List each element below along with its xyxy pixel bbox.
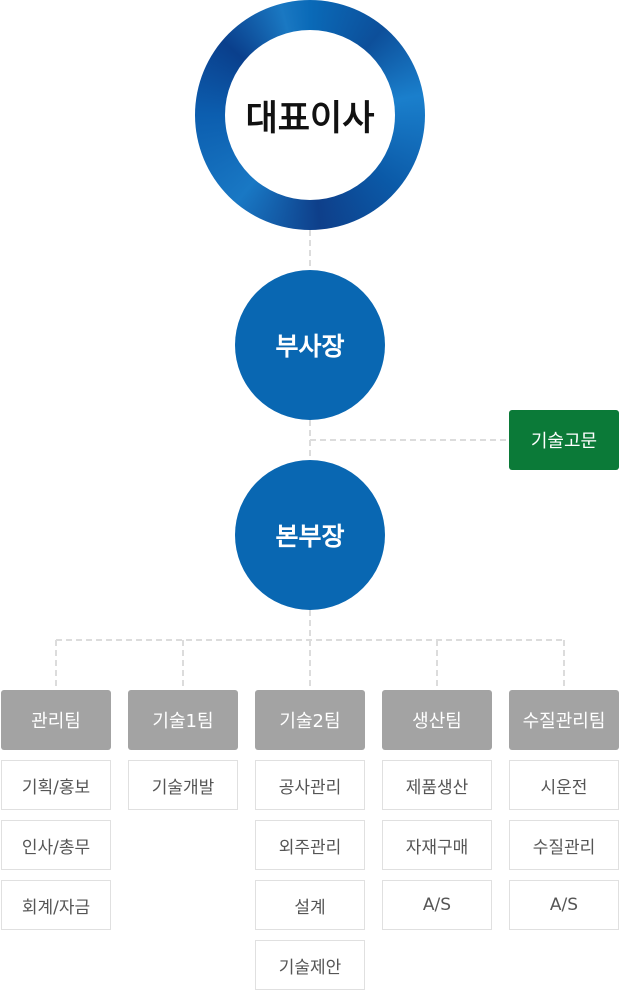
task-item: 시운전 [509,760,619,810]
task-item: A/S [382,880,492,930]
task-item: 외주관리 [255,820,365,870]
task-item: 기술개발 [128,760,238,810]
task-item: 설계 [255,880,365,930]
team-water-quality: 수질관리팀 [509,690,619,750]
ceo-label: 대표이사 [225,30,395,200]
team-management: 관리팀 [1,690,111,750]
task-item: 회계/자금 [1,880,111,930]
task-item: 제품생산 [382,760,492,810]
ceo-node: 대표이사 [195,0,425,230]
team-tech-2: 기술2팀 [255,690,365,750]
division-head-node: 본부장 [235,460,385,610]
task-item: 기획/홍보 [1,760,111,810]
task-item: 인사/총무 [1,820,111,870]
team-tech-1: 기술1팀 [128,690,238,750]
team-production: 생산팀 [382,690,492,750]
task-item: 공사관리 [255,760,365,810]
task-item: 수질관리 [509,820,619,870]
vice-president-node: 부사장 [235,270,385,420]
advisor-node: 기술고문 [509,410,619,470]
task-item: A/S [509,880,619,930]
task-item: 자재구매 [382,820,492,870]
task-item: 기술제안 [255,940,365,990]
